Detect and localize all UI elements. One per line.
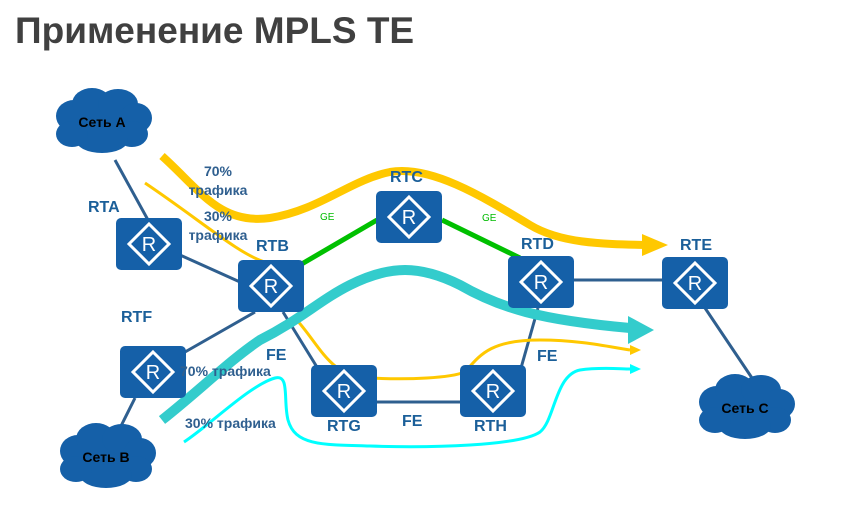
router-label-rtc: RTC (390, 169, 423, 186)
link-rtb-rtc-ge (298, 217, 379, 268)
svg-text:R: R (534, 272, 548, 294)
router-rta[interactable]: R (116, 218, 182, 270)
router-label-rtg: RTG (327, 418, 361, 435)
flow-a-70-arrowhead (642, 234, 668, 256)
flow-a-70-yellow (159, 153, 646, 249)
router-icon: R (518, 259, 564, 305)
traffic-a-30-pct: 30% (204, 208, 233, 224)
network-c-label: Сеть C (721, 400, 768, 416)
router-icon: R (130, 349, 176, 395)
svg-text:R: R (402, 207, 416, 229)
router-rtf[interactable]: R (120, 346, 186, 398)
link-label-ge-left: GE (320, 212, 335, 223)
router-icon: R (321, 368, 367, 414)
traffic-a-70-word: трафика (189, 182, 248, 198)
link-label-fe-right: FE (537, 348, 558, 365)
svg-text:R: R (146, 362, 160, 384)
traffic-b-70: 70% трафика (180, 363, 271, 379)
flow-b-70-teal (158, 265, 631, 424)
page-title: Применение MPLS TE (15, 10, 415, 51)
link-rta-rtb (179, 253, 241, 284)
router-label-rth: RTH (474, 418, 507, 435)
network-a-cloud: Сеть A (56, 88, 152, 153)
physical-links (113, 159, 754, 433)
router-rtc[interactable]: R (376, 191, 442, 243)
network-c-cloud: Сеть C (699, 374, 795, 439)
traffic-b-30: 30% трафика (185, 415, 276, 431)
flow-b-30-cyan (183, 366, 631, 449)
router-label-rta: RTA (88, 199, 120, 216)
router-label-rtd: RTD (521, 236, 554, 253)
link-label-ge-right: GE (482, 213, 497, 224)
router-icon: R (126, 221, 172, 267)
link-neta-rta (113, 159, 150, 221)
svg-text:R: R (688, 273, 702, 295)
router-label-rtb: RTB (256, 238, 289, 255)
router-icon: R (386, 194, 432, 240)
traffic-a-30-word: трафика (189, 227, 248, 243)
network-b-label: Сеть B (82, 449, 129, 465)
flow-a-30-arrowhead (630, 345, 641, 355)
router-label-rte: RTE (680, 237, 712, 254)
link-rtf-rtb (184, 310, 256, 354)
flow-b-70-arrowhead (628, 316, 654, 344)
network-a-label: Сеть A (78, 114, 125, 130)
router-rth[interactable]: R (460, 365, 526, 417)
router-icon: R (248, 263, 294, 309)
link-rte-netc (703, 307, 754, 379)
svg-text:R: R (264, 276, 278, 298)
svg-text:R: R (486, 381, 500, 403)
router-rtd[interactable]: R (508, 256, 574, 308)
link-rtc-rtd-ge (440, 217, 522, 261)
flow-b-30-arrowhead (630, 364, 641, 374)
router-rtb[interactable]: R (238, 260, 304, 312)
link-label-fe-middle: FE (402, 413, 423, 430)
svg-text:R: R (142, 234, 156, 256)
router-icon: R (672, 260, 718, 306)
network-b-cloud: Сеть B (60, 423, 156, 488)
router-rte[interactable]: R (662, 257, 728, 309)
svg-text:R: R (337, 381, 351, 403)
traffic-a-70-pct: 70% (204, 163, 233, 179)
router-icon: R (470, 368, 516, 414)
router-rtg[interactable]: R (311, 365, 377, 417)
link-label-fe-left: FE (266, 347, 287, 364)
router-label-rtf: RTF (121, 309, 152, 326)
